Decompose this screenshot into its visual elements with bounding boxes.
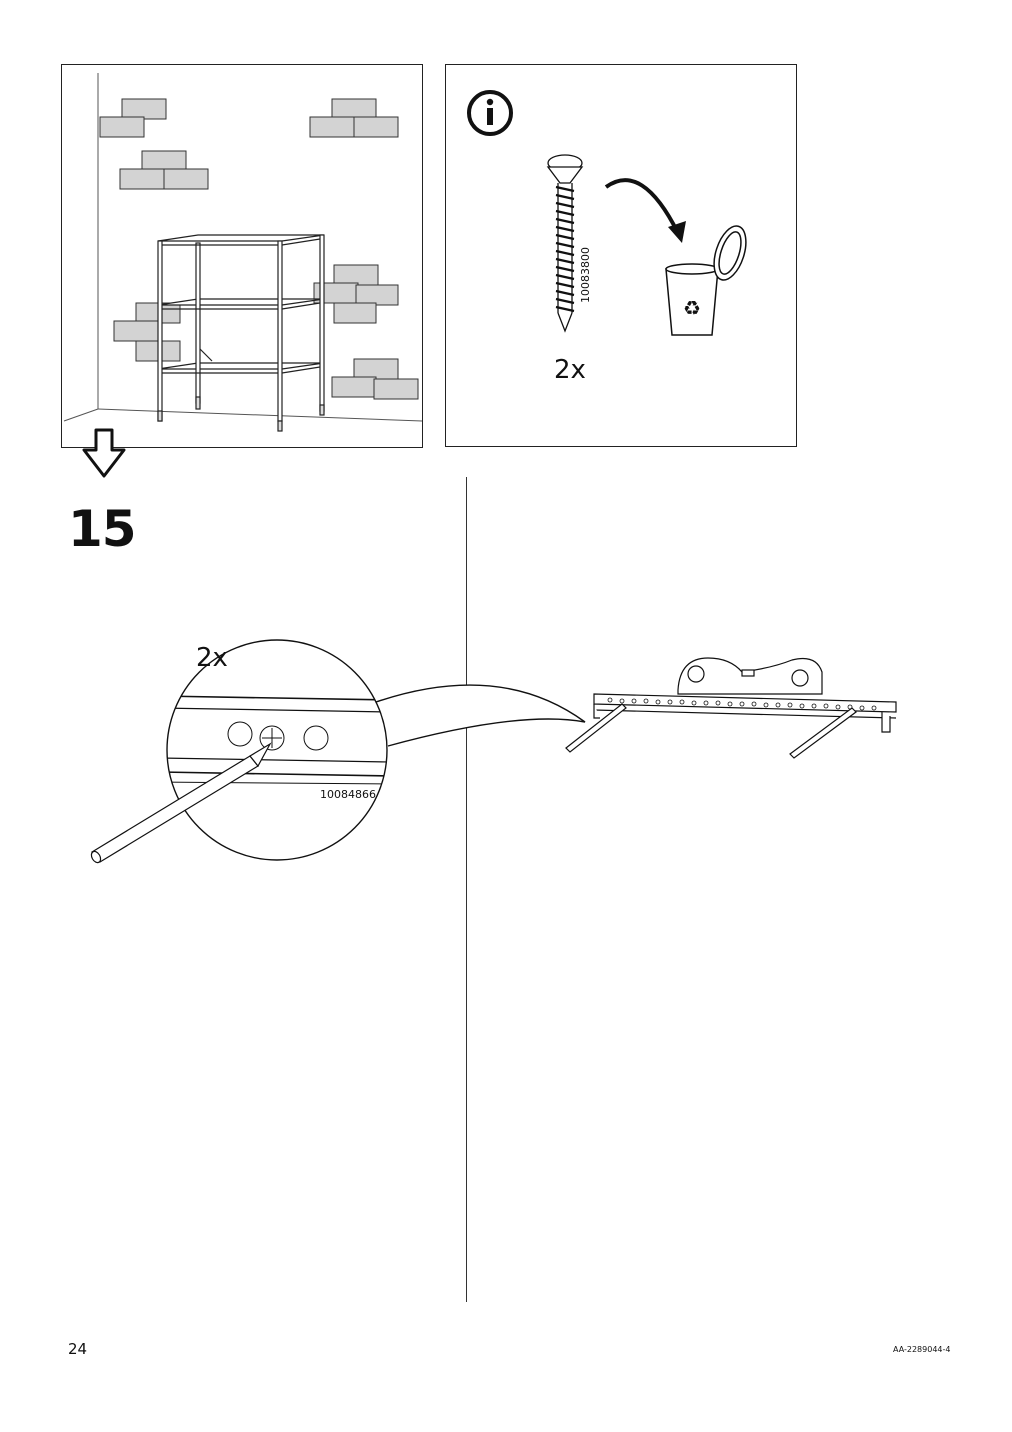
wall-rail-with-level [565, 657, 897, 759]
page-number: 24 [68, 1340, 88, 1358]
pencil-mark-illustration [90, 639, 586, 864]
step-number: 15 [68, 500, 137, 558]
column-divider [466, 477, 467, 1302]
brick-pattern [99, 98, 419, 400]
rail-part-code: 10084866 [320, 788, 376, 801]
shelf-unit [157, 234, 325, 432]
scene-panel [61, 64, 423, 448]
info-icon [467, 90, 513, 136]
screw-quantity: 2x [554, 355, 586, 385]
info-panel: ♻ 10083800 2x [445, 64, 797, 447]
screw-part-code: 10083800 [579, 247, 592, 303]
recycle-bin-icon: ♻ [665, 225, 747, 336]
recycle-icon: ♻ [683, 296, 701, 320]
continue-down-arrow-icon [82, 428, 126, 478]
screw-icon [546, 154, 584, 333]
pencil-icon [90, 742, 272, 864]
document-id: AA-2289044-4 [893, 1345, 951, 1354]
screw-recycle-illustration: ♻ [467, 90, 747, 336]
shelf-scene-illustration [63, 73, 422, 432]
mark-quantity: 2x [196, 643, 228, 673]
